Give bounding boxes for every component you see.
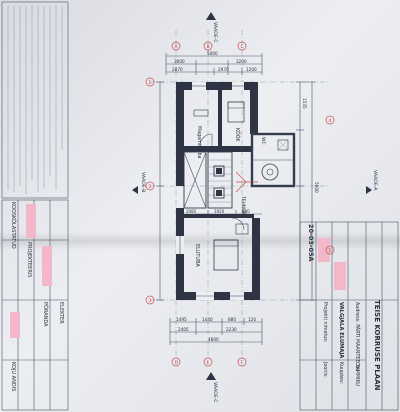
dimension-label: 2970	[218, 67, 229, 72]
dimension-label: 1440	[202, 317, 213, 322]
strip-row-label: KOJU ANDIS	[10, 362, 16, 391]
room-label-tech: TEHNOR.	[240, 195, 246, 216]
grid-number: 4	[329, 118, 332, 124]
dimension-label: 5600	[314, 182, 319, 193]
dimension-label: 120	[248, 317, 256, 322]
view-marker-b: VAADE-B	[140, 172, 146, 192]
dimension-chain-top: 5000 3000 3200 2870 2970 1200	[165, 51, 263, 75]
chimney-block	[213, 165, 225, 177]
chimney-block	[213, 187, 225, 199]
grid-bubbles-numbers: 1 2 3 4 5	[145, 77, 335, 305]
dimension-label: 3200	[236, 59, 247, 64]
part-label: Osa	[354, 362, 360, 371]
strip-row-label: PROJEKTEERIS	[26, 242, 32, 277]
right-annex: WC	[250, 132, 296, 188]
grid-letter: C	[241, 44, 244, 50]
floor-plan: A B C D E F 1 2 3 4 5 5000 3000 3 2	[132, 12, 378, 403]
room-label-living: ELUTUBA	[194, 244, 200, 267]
approval-strip: KOOSKÕLASTATUD PROJEKTEERIS PÕRANDA ELEK…	[1, 199, 69, 411]
drawing-title: TEISE KORRUSE PLAAN	[373, 300, 381, 391]
redaction-mark	[334, 262, 346, 290]
redaction-mark	[42, 246, 52, 286]
project-address: Aadress: PÄRTI MAANTEE TAMMIKU	[354, 302, 361, 386]
dimension-label: 880	[228, 317, 236, 322]
view-markers: VAADE-C VAADE-A VAADE-B VAADE-C	[132, 12, 378, 403]
dimension-label: 1920	[214, 209, 225, 214]
drawing-label: Joonis:	[322, 361, 328, 378]
grid-number: 2	[149, 184, 152, 190]
general-notes-block	[1, 1, 69, 199]
upper-wing: Magamistuba KÖÖK	[176, 82, 258, 186]
strip-row-label: PÕRANDA	[42, 302, 49, 327]
shower-tray	[277, 139, 289, 151]
strip-row-label: KOOSKÕLASTATUD	[10, 202, 17, 249]
room-label-kitchen: KÖÖK	[234, 128, 241, 142]
dimension-label: 2085	[186, 209, 197, 214]
redaction-mark	[318, 238, 330, 262]
grid-letter: E	[207, 360, 210, 366]
grid-number: 1	[149, 80, 152, 86]
project-number: 20-03-05A	[307, 224, 315, 262]
date-label: Kuupäev:	[338, 362, 344, 384]
grid-letter: A	[175, 44, 179, 50]
view-marker-c-bottom: VAADE-C	[212, 382, 218, 403]
round-table	[261, 163, 279, 181]
project-name: VALGJALA ELUMAJA	[338, 302, 344, 358]
title-block: 20-03-05A Projekti nimetus: VALGJALA ELU…	[299, 221, 399, 411]
view-marker-c: VAADE-C	[212, 22, 218, 43]
dimension-label: 880	[242, 209, 250, 214]
dimension-chain-left	[156, 81, 164, 301]
dimension-chain-bottom: 1495 1440 880 120 2405 2230 4800	[169, 317, 263, 345]
dimension-label: 3000	[174, 59, 185, 64]
dimension-label: 1535	[302, 98, 307, 109]
redaction-mark	[26, 204, 36, 238]
grid-letter: B	[207, 44, 210, 50]
dimension-label: 5000	[207, 51, 218, 56]
dimension-label: 1200	[246, 67, 257, 72]
counter-outline	[193, 109, 209, 117]
grid-letter: D	[175, 360, 179, 366]
stair-core: TEHNOR.	[183, 151, 258, 216]
project-name-label: Projekti nimetus:	[322, 302, 328, 343]
grid-number: 3	[149, 298, 152, 304]
lower-wing: ELUTUBA	[176, 208, 260, 300]
dimension-label: 2405	[178, 327, 189, 332]
dimension-chain-right: 1535 5600	[296, 81, 319, 301]
strip-row-label: ELEKTER	[58, 302, 64, 324]
grid-letter: F	[241, 360, 244, 366]
grid-number: 5	[329, 248, 332, 254]
dimension-label: 1495	[176, 317, 187, 322]
dimension-label: 4800	[208, 337, 219, 342]
room-label-bedroom: Magamistuba	[196, 126, 202, 159]
dimension-label: 2870	[172, 67, 183, 72]
dimension-label: 2230	[226, 327, 237, 332]
redaction-mark	[10, 312, 20, 338]
room-label-wc: WC	[260, 137, 266, 145]
grid-bubbles-letters: A B C D E F	[171, 41, 247, 367]
view-marker-a: VAADE-A	[372, 170, 378, 191]
